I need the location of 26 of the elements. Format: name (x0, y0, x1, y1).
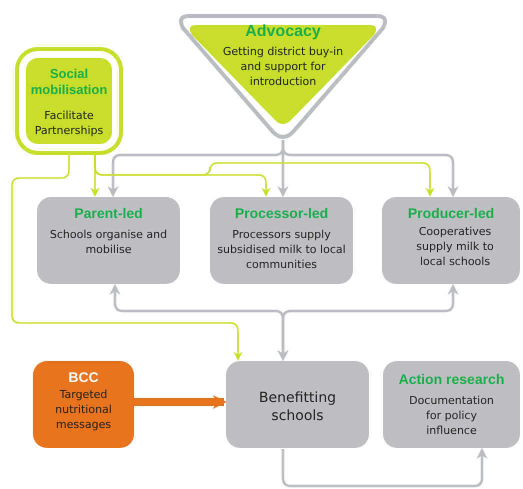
process-box (382, 197, 520, 284)
node-text: Documentation for policy influence (408, 393, 495, 438)
heading: Producer-led (406, 205, 496, 221)
arrow (134, 395, 227, 409)
node-text: Processors supply subsidised milk to local communities (216, 227, 347, 272)
heading: Social mobilisation (30, 66, 108, 98)
process-box (210, 197, 353, 284)
process-box (33, 361, 134, 448)
arrow (282, 140, 458, 198)
heading: Action research (398, 371, 506, 387)
node-text: Getting district buy-in and support for introduction (222, 44, 344, 89)
heading: Processor-led (234, 205, 330, 221)
heading: Advocacy (244, 24, 322, 40)
heading: Parent-led (73, 205, 144, 221)
arrow (282, 448, 488, 488)
node-text: Facilitate Partnerships (34, 108, 104, 138)
node-text: Schools organise and mobilise (48, 227, 168, 257)
process-box (37, 197, 180, 284)
node-text: Targeted nutritional messages (54, 387, 113, 432)
arrow (278, 284, 458, 362)
node-text: Benefitting schools (258, 389, 338, 425)
process-box (26, 58, 112, 144)
process-box (226, 361, 369, 448)
node-text: Cooperatives supply milk to local schools (415, 224, 495, 269)
process-box (383, 361, 520, 448)
heading: BCC (67, 369, 100, 385)
